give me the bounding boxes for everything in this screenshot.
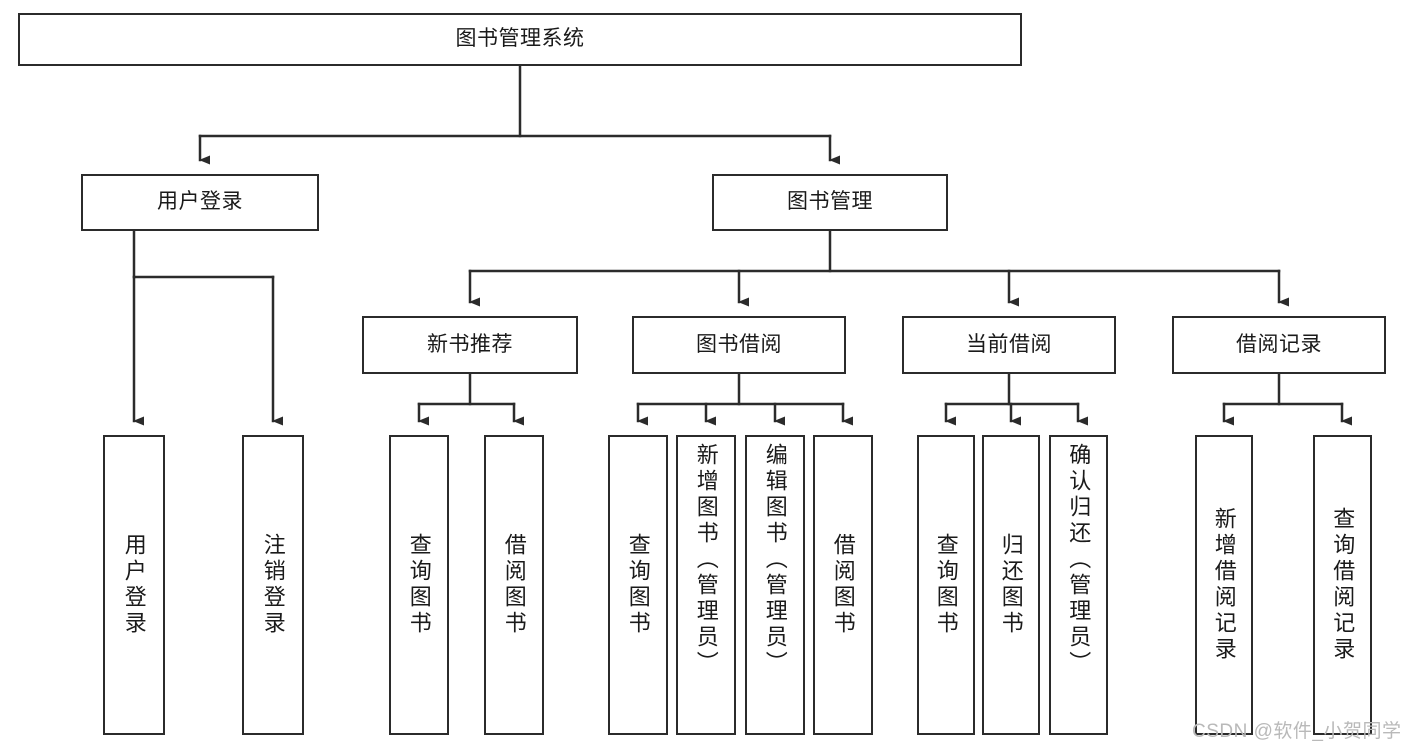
node-book-management[interactable]: 图书管理 [712, 174, 948, 231]
node-root-label: 图书管理系统 [455, 27, 585, 51]
node-borrow-record-label: 借阅记录 [1236, 332, 1322, 356]
leaf-edit-book-admin-label: 编辑图书（管理员） [762, 443, 788, 677]
leaf-borrow-book-bb[interactable]: 借阅图书 [813, 435, 873, 735]
leaf-query-book-cb[interactable]: 查询图书 [917, 435, 975, 735]
node-new-book-recommend-label: 新书推荐 [427, 332, 513, 356]
leaf-borrow-book-bb-label: 借阅图书 [830, 533, 856, 637]
leaf-logout[interactable]: 注销登录 [242, 435, 304, 735]
node-borrow-record[interactable]: 借阅记录 [1172, 316, 1386, 374]
leaf-add-borrow-record[interactable]: 新增借阅记录 [1195, 435, 1253, 735]
node-user-login[interactable]: 用户登录 [81, 174, 319, 231]
leaf-query-book-bb-label: 查询图书 [625, 533, 651, 637]
leaf-add-borrow-record-label: 新增借阅记录 [1211, 507, 1237, 663]
leaf-query-book-bb[interactable]: 查询图书 [608, 435, 668, 735]
leaf-query-borrow-record[interactable]: 查询借阅记录 [1313, 435, 1372, 735]
leaf-return-book-label: 归还图书 [998, 533, 1024, 637]
leaf-add-book-admin[interactable]: 新增图书（管理员） [676, 435, 736, 735]
node-book-borrow[interactable]: 图书借阅 [632, 316, 846, 374]
node-new-book-recommend[interactable]: 新书推荐 [362, 316, 578, 374]
node-book-borrow-label: 图书借阅 [696, 332, 782, 356]
leaf-borrow-book-nb-label: 借阅图书 [501, 533, 527, 637]
leaf-logout-label: 注销登录 [260, 533, 286, 637]
leaf-confirm-return-admin[interactable]: 确认归还（管理员） [1049, 435, 1108, 735]
leaf-query-book-nb-label: 查询图书 [406, 533, 432, 637]
node-user-login-label: 用户登录 [157, 190, 243, 214]
node-current-borrow-label: 当前借阅 [966, 332, 1052, 356]
leaf-user-login[interactable]: 用户登录 [103, 435, 165, 735]
leaf-edit-book-admin[interactable]: 编辑图书（管理员） [745, 435, 805, 735]
leaf-confirm-return-admin-label: 确认归还（管理员） [1066, 443, 1092, 677]
node-current-borrow[interactable]: 当前借阅 [902, 316, 1116, 374]
leaf-borrow-book-nb[interactable]: 借阅图书 [484, 435, 544, 735]
leaf-query-book-cb-label: 查询图书 [933, 533, 959, 637]
node-book-management-label: 图书管理 [787, 190, 873, 214]
leaf-return-book[interactable]: 归还图书 [982, 435, 1040, 735]
leaf-user-login-label: 用户登录 [121, 533, 147, 637]
node-root[interactable]: 图书管理系统 [18, 13, 1022, 66]
leaf-query-book-nb[interactable]: 查询图书 [389, 435, 449, 735]
leaf-query-borrow-record-label: 查询借阅记录 [1330, 507, 1356, 663]
leaf-add-book-admin-label: 新增图书（管理员） [693, 443, 719, 677]
